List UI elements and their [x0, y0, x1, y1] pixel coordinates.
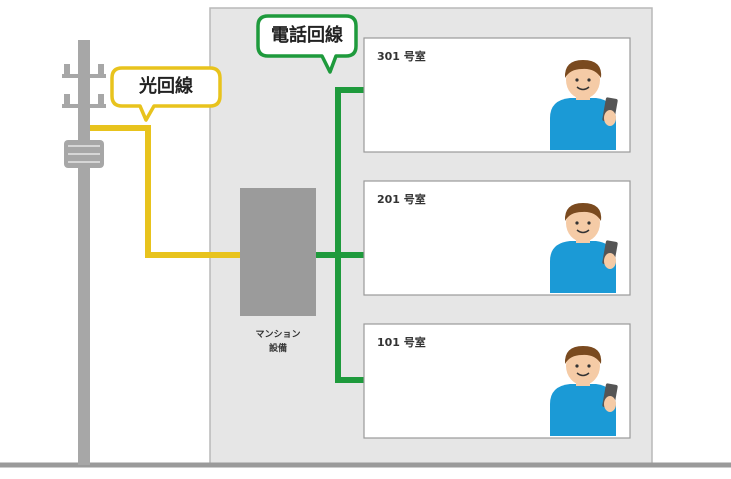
fiber-callout-bubble — [110, 66, 222, 122]
utility-pole-icon — [62, 40, 106, 465]
person-with-phone-icon — [550, 203, 618, 293]
fiber-line — [90, 125, 240, 258]
room-201-label: 201 号室 — [377, 193, 426, 206]
room-301-label: 301 号室 — [377, 50, 426, 63]
building-equipment-label: マンション 設備 — [240, 328, 316, 356]
building-equipment-box — [240, 188, 316, 316]
building-equipment-label-line2: 設備 — [268, 344, 287, 354]
person-with-phone-icon — [550, 346, 618, 436]
phone-callout-bubble — [256, 14, 358, 74]
room-101-label: 101 号室 — [377, 336, 426, 349]
building-equipment-label-line1: マンション — [255, 330, 301, 340]
phone-callout-label: 電話回線 — [271, 25, 343, 46]
phone-line — [316, 87, 364, 383]
person-with-phone-icon — [550, 60, 618, 150]
fiber-callout-label: 光回線 — [139, 76, 193, 97]
